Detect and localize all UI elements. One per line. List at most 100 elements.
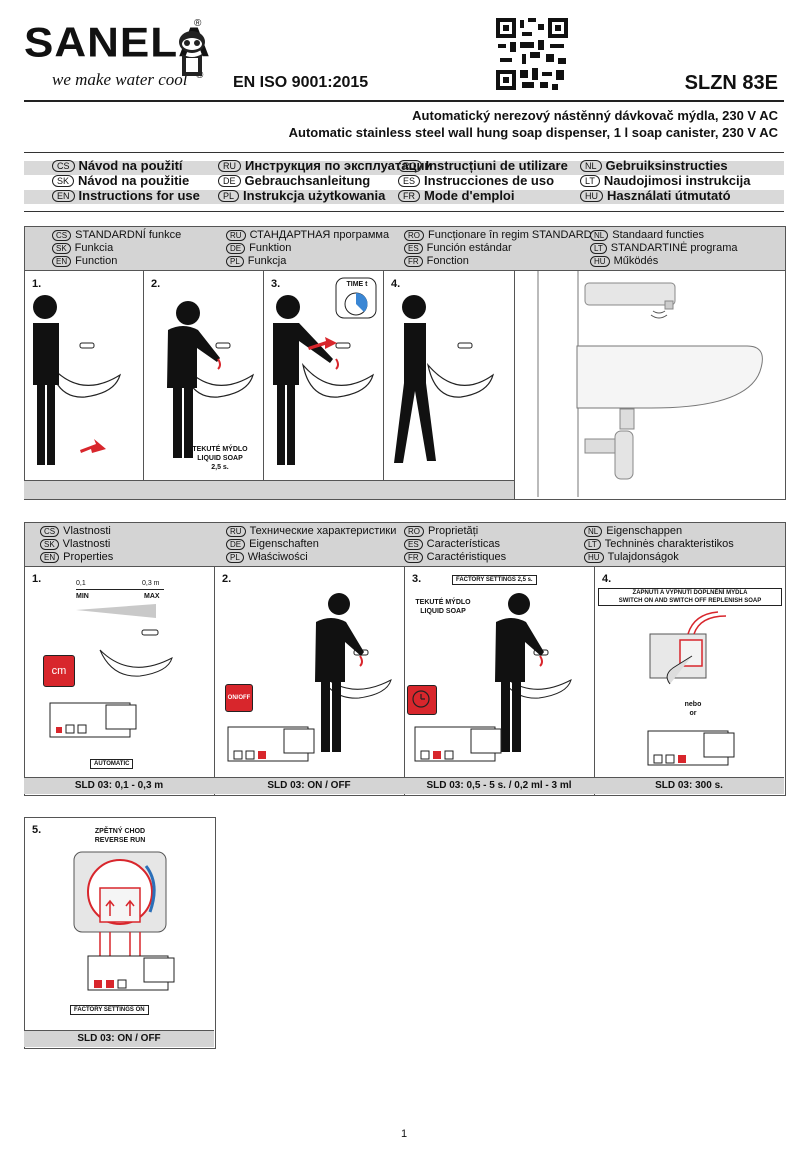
language-item-label: Gebruiksinstructies	[605, 158, 728, 173]
step-3-number: 3.	[271, 278, 281, 290]
language-item-label: Naudojimosi instrukcija	[603, 173, 751, 188]
function-heading-label: СТАНДАРТНАЯ программа	[249, 229, 390, 241]
step-3-dispensing-illustration	[273, 295, 374, 465]
function-heading-label: Fonction	[426, 255, 469, 267]
language-item-label: Návod na použití	[78, 158, 183, 173]
function-heading-label: Funktion	[249, 242, 292, 254]
language-code-badge: LT	[590, 242, 607, 254]
function-heading-label: Function	[75, 255, 118, 267]
clock-icon	[412, 690, 430, 708]
language-code-badge: CS	[52, 229, 72, 241]
property-5-number: 5.	[32, 824, 42, 836]
control-unit-1-illustration	[49, 702, 137, 738]
property-heading-ro: RO Proprietăți	[404, 525, 478, 537]
sensor-range-button[interactable]: cm	[43, 655, 75, 687]
property-heading-label: Vlastnosti	[62, 538, 111, 550]
language-item-label: Instrucciones de uso	[424, 173, 555, 188]
control-unit-5-illustration	[87, 955, 175, 991]
property-heading-label: Tulajdonságok	[607, 551, 679, 563]
language-code-badge: CS	[52, 159, 75, 172]
property-3-soap-note: TEKUTÉ MÝDLO LIQUID SOAP	[415, 599, 471, 615]
language-code-badge: SK	[52, 174, 75, 187]
language-code-badge: RO	[404, 525, 424, 537]
language-item-fr: FR Mode d'emploi	[398, 188, 514, 203]
function-heading-label: Función estándar	[426, 242, 512, 254]
language-code-badge: SK	[40, 538, 59, 550]
language-item-label: Mode d'emploi	[424, 188, 515, 203]
factory-settings-label: FACTORY SETTINGS 2,5 s.	[452, 575, 537, 585]
property-heading-label: Технические характеристики	[249, 525, 397, 537]
language-item-label: Gebrauchsanleitung	[244, 173, 371, 188]
property-2-number: 2.	[222, 573, 232, 585]
step-1-person-approach-illustration	[33, 295, 121, 465]
language-code-badge: PL	[226, 255, 244, 267]
function-heading-label: Standaard functies	[612, 229, 704, 241]
brand-slogan: we make water cool	[52, 70, 188, 89]
dose-time-button[interactable]	[407, 685, 437, 715]
property-5-caption: SLD 03: ON / OFF	[24, 1030, 214, 1047]
language-item-ru: RU Инструкция по эксплуатации	[218, 158, 432, 173]
step-2-soap-note: TEKUTÉ MÝDLO LIQUID SOAP 2,5 s.	[192, 446, 248, 471]
pump-reverse-run-illustration	[73, 851, 167, 958]
language-code-badge: NL	[590, 229, 609, 241]
timer-label: TIME t	[346, 281, 368, 288]
control-unit-2-illustration	[227, 726, 315, 762]
language-code-badge: RU	[218, 159, 241, 172]
property-heading-label: Właściwości	[247, 551, 308, 563]
pump-replenish-illustration	[649, 611, 727, 685]
on-off-button[interactable]: ON/OFF	[225, 684, 253, 712]
language-code-badge: EN	[52, 189, 75, 202]
language-item-label: Instrucțiuni de utilizare	[425, 158, 568, 173]
language-code-badge: HU	[590, 255, 610, 267]
property-heading-label: Proprietăți	[428, 525, 479, 537]
language-code-badge: PL	[218, 189, 240, 202]
or-note: nebo or	[684, 701, 702, 717]
automatic-label: AUTOMATIC	[90, 759, 134, 769]
language-code-badge: CS	[40, 525, 60, 537]
language-code-badge: HU	[584, 551, 604, 563]
property-2-caption: SLD 03: ON / OFF	[214, 777, 404, 794]
product-title-en: Automatic stainless steel wall hung soap…	[288, 125, 778, 140]
language-code-badge: ES	[404, 538, 423, 550]
property-heading-label: Caractéristiques	[426, 551, 507, 563]
language-code-badge: ES	[404, 242, 423, 254]
control-unit-4-illustration	[647, 730, 735, 766]
factory-settings-on-label: FACTORY SETTINGS ON	[70, 1005, 149, 1015]
language-code-badge: LT	[580, 174, 600, 187]
language-item-label: Инструкция по эксплуатации	[245, 158, 433, 173]
step-4-number: 4.	[391, 278, 401, 290]
product-title-cs: Automatický nerezový nástěnný dávkovač m…	[412, 108, 778, 123]
property-3-caption: SLD 03: 0,5 - 5 s. / 0,2 ml - 3 ml	[404, 777, 594, 794]
timer-icon	[335, 277, 377, 319]
language-code-badge: FR	[398, 189, 420, 202]
function-heading-label: Működés	[613, 255, 659, 267]
language-code-badge: RU	[226, 229, 246, 241]
dispenser-product-photo	[537, 271, 763, 497]
range-max-value: 0,3 m	[142, 580, 160, 587]
model-number: SLZN 83E	[684, 72, 778, 94]
language-code-badge: NL	[580, 159, 602, 172]
language-item-label: Návod na použitie	[78, 173, 190, 188]
property-3-person-illustration	[495, 593, 572, 752]
step-2-number: 2.	[151, 278, 161, 290]
raccoon-mascot-icon	[179, 31, 205, 76]
brand-name: SANELA	[24, 19, 211, 66]
language-item-label: Használati útmutató	[607, 188, 731, 203]
property-2-person-illustration	[315, 593, 392, 752]
